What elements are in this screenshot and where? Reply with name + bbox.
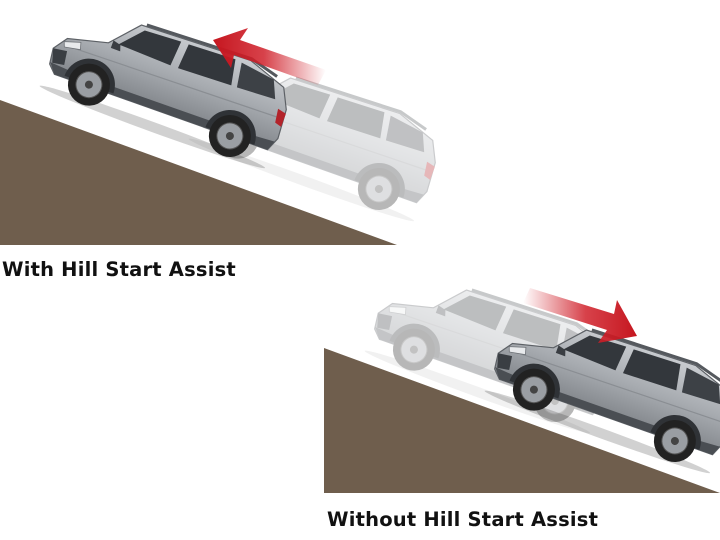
arrow-icon-up: [213, 28, 326, 85]
slope-bottom: [324, 348, 720, 493]
scene-without-assist: [324, 257, 720, 493]
slope-top: [0, 100, 397, 245]
scene-with-assist: [0, 0, 451, 245]
arrow-icon-down: [523, 288, 637, 343]
caption-with-assist: With Hill Start Assist: [2, 258, 236, 281]
caption-without-assist: Without Hill Start Assist: [327, 508, 599, 531]
